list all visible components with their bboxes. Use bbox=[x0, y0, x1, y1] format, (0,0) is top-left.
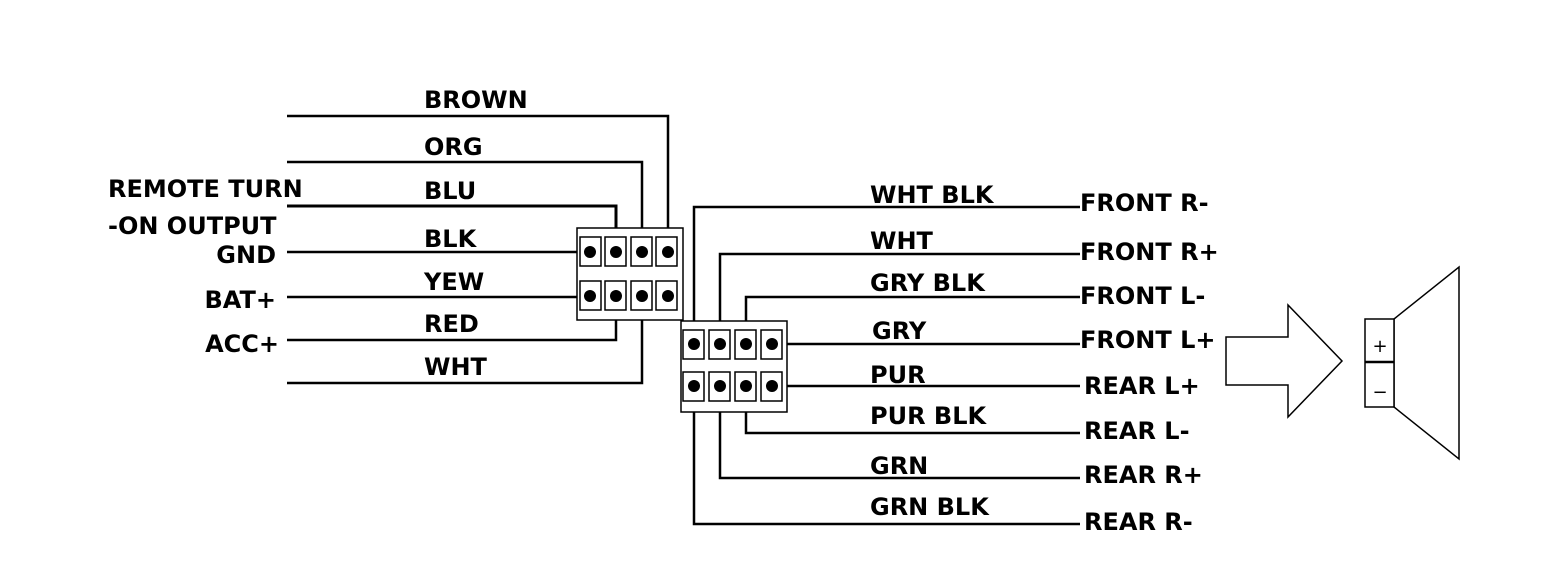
wire-label: BROWN bbox=[424, 86, 528, 114]
wire-brown bbox=[287, 114, 670, 248]
wire-wht-r bbox=[718, 252, 1080, 344]
speaker-channel-labels: FRONT R- FRONT R+ FRONT L- FRONT L+ REAR… bbox=[1080, 189, 1219, 536]
speaker-icon: + − bbox=[1364, 265, 1460, 461]
left-wire-color-labels: BROWN ORG BLU BLK YEW RED WHT bbox=[423, 86, 528, 381]
wire-label: ORG bbox=[424, 133, 483, 161]
wire-label: PUR BLK bbox=[870, 402, 988, 430]
speaker-plus-symbol: + bbox=[1372, 336, 1387, 357]
left-connector bbox=[576, 227, 684, 321]
channel-label: REAR R- bbox=[1084, 508, 1193, 536]
wire-wht bbox=[287, 296, 644, 385]
wire-grn bbox=[718, 386, 1080, 480]
wire-label: WHT BLK bbox=[870, 181, 995, 209]
channel-label: REAR L- bbox=[1084, 417, 1190, 445]
wire-label: BLU bbox=[424, 177, 476, 205]
wire-label: WHT bbox=[424, 353, 488, 381]
remote-turn-on-label-line1: REMOTE TURN bbox=[108, 175, 303, 203]
channel-label: FRONT R+ bbox=[1080, 238, 1219, 266]
right-wire-color-labels: WHT BLK WHT GRY BLK GRY PUR PUR BLK GRN … bbox=[870, 181, 995, 521]
wire-wht-blk bbox=[692, 205, 1080, 344]
channel-label: REAR L+ bbox=[1084, 372, 1200, 400]
wire-label: BLK bbox=[424, 225, 478, 253]
wire-label: YEW bbox=[423, 268, 484, 296]
channel-label: FRONT L- bbox=[1080, 282, 1205, 310]
wire-label: GRN bbox=[870, 452, 928, 480]
channel-label: FRONT L+ bbox=[1080, 326, 1216, 354]
right-wires bbox=[692, 205, 1080, 526]
wire-label: WHT bbox=[870, 227, 934, 255]
wire-org bbox=[287, 160, 644, 248]
wire-label: GRN BLK bbox=[870, 493, 990, 521]
left-wires bbox=[287, 114, 670, 385]
right-connector bbox=[680, 320, 788, 413]
bat-label: BAT+ bbox=[205, 286, 276, 314]
right-arrow-icon bbox=[1225, 303, 1344, 419]
wire-label: GRY bbox=[872, 317, 927, 345]
acc-label: ACC+ bbox=[205, 330, 279, 358]
channel-label: FRONT R- bbox=[1080, 189, 1209, 217]
channel-label: REAR R+ bbox=[1084, 461, 1203, 489]
gnd-label: GND bbox=[216, 241, 276, 269]
left-device-labels: REMOTE TURN -ON OUTPUT GND BAT+ ACC+ bbox=[108, 175, 303, 358]
wire-label: GRY BLK bbox=[870, 269, 986, 297]
wire-grn-blk bbox=[692, 386, 1080, 526]
remote-turn-on-label-line2: -ON OUTPUT bbox=[108, 212, 277, 240]
wire-label: PUR bbox=[870, 361, 926, 389]
speaker-minus-symbol: − bbox=[1372, 382, 1387, 403]
wire-label: RED bbox=[424, 310, 479, 338]
